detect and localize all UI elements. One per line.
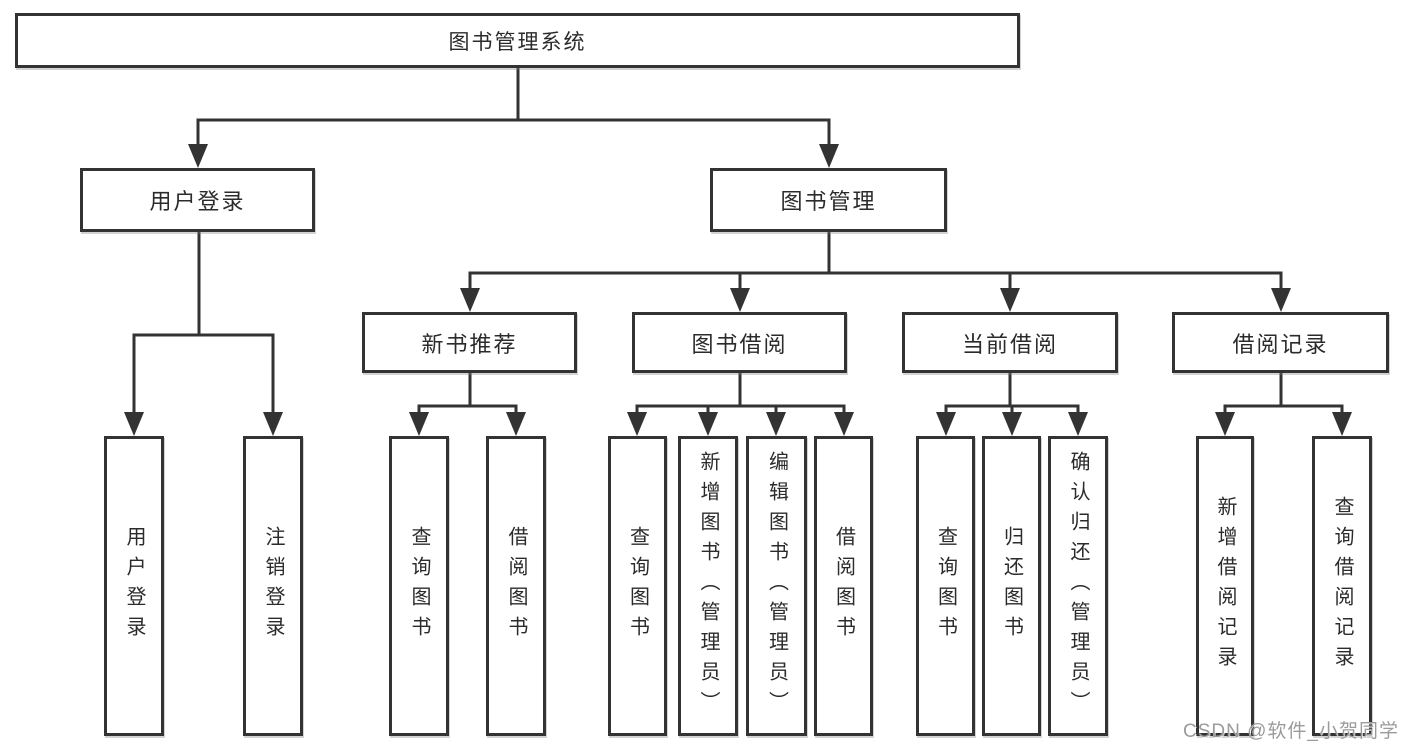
leaf-current-query-book: 查询图书 <box>916 436 975 736</box>
leaf-query-borrow-record: 查询借阅记录 <box>1312 436 1372 736</box>
leaf-confirm-return-admin: 确认归还（管理员） <box>1048 436 1108 736</box>
node-current-borrowing: 当前借阅 <box>902 312 1118 373</box>
connector-bookmgmt-to-level3 <box>460 232 1291 312</box>
connector-root-to-level2 <box>188 68 839 168</box>
leaf-add-borrow-record-label: 新增借阅记录 <box>1214 496 1236 676</box>
leaf-current-query-book-label: 查询图书 <box>934 526 957 646</box>
leaf-confirm-return-admin-label: 确认归还（管理员） <box>1067 451 1089 721</box>
node-user-login: 用户登录 <box>80 168 315 232</box>
node-borrowing-records-label: 借阅记录 <box>1232 331 1329 357</box>
leaf-add-book-admin: 新增图书（管理员） <box>678 436 738 736</box>
leaf-borrowing-query-book: 查询图书 <box>608 436 667 736</box>
connector-records-to-leaves <box>1215 373 1352 436</box>
leaf-recommend-query-book-label: 查询图书 <box>408 526 430 646</box>
node-root-system-label: 图书管理系统 <box>448 30 587 54</box>
node-book-management-label: 图书管理 <box>780 189 877 214</box>
leaf-add-borrow-record: 新增借阅记录 <box>1196 436 1254 736</box>
leaf-borrowing-borrow-book-label: 借阅图书 <box>832 526 855 646</box>
leaf-recommend-borrow-book-label: 借阅图书 <box>505 526 527 646</box>
leaf-query-borrow-record-label: 查询借阅记录 <box>1331 496 1353 676</box>
node-current-borrowing-label: 当前借阅 <box>961 331 1058 357</box>
leaf-add-book-admin-label: 新增图书（管理员） <box>697 451 719 721</box>
leaf-logout: 注销登录 <box>243 436 303 736</box>
leaf-return-book: 归还图书 <box>982 436 1041 736</box>
node-book-management: 图书管理 <box>710 168 947 232</box>
leaf-user-login: 用户登录 <box>104 436 164 736</box>
csdn-watermark: CSDN @软件_小贺同学 <box>1183 721 1399 742</box>
leaf-edit-book-admin: 编辑图书（管理员） <box>746 436 807 736</box>
node-user-login-label: 用户登录 <box>149 189 246 214</box>
node-root-system: 图书管理系统 <box>15 13 1020 68</box>
node-borrowing-records: 借阅记录 <box>1172 312 1389 373</box>
connector-current-to-leaves <box>936 373 1088 436</box>
node-book-borrowing: 图书借阅 <box>632 312 847 373</box>
connector-newbook-to-leaves <box>409 373 526 436</box>
leaf-borrowing-query-book-label: 查询图书 <box>626 526 649 646</box>
leaf-user-login-label: 用户登录 <box>123 526 145 646</box>
connector-borrow-to-leaves <box>627 373 854 436</box>
leaf-recommend-query-book: 查询图书 <box>389 436 449 736</box>
leaf-return-book-label: 归还图书 <box>1000 526 1023 646</box>
node-new-book-recommend-label: 新书推荐 <box>421 331 518 357</box>
leaf-logout-label: 注销登录 <box>262 526 284 646</box>
node-new-book-recommend: 新书推荐 <box>362 312 577 373</box>
node-book-borrowing-label: 图书借阅 <box>691 331 788 357</box>
leaf-borrowing-borrow-book: 借阅图书 <box>814 436 873 736</box>
leaf-edit-book-admin-label: 编辑图书（管理员） <box>765 451 788 721</box>
connector-userlogin-to-leaves <box>124 232 283 436</box>
leaf-recommend-borrow-book: 借阅图书 <box>486 436 546 736</box>
